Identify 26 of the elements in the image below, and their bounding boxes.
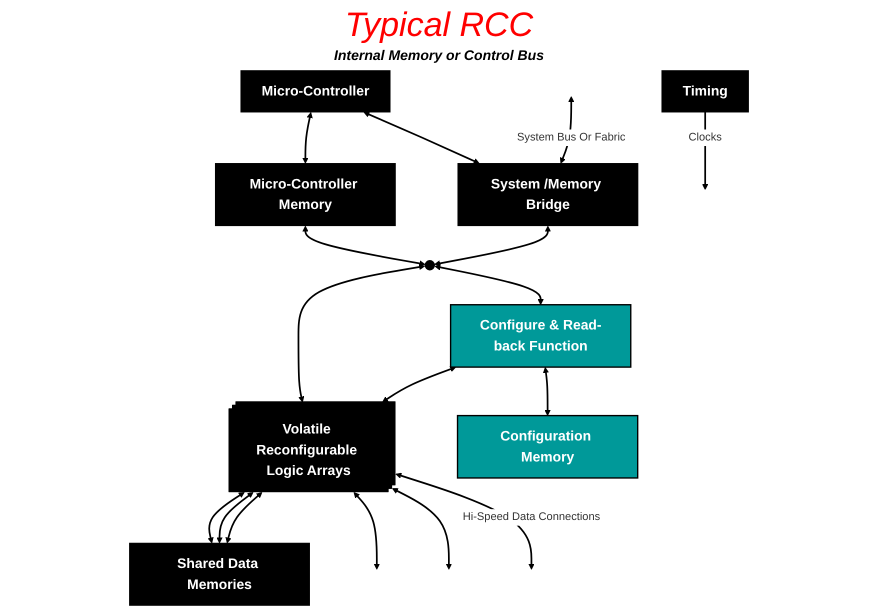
arrow: [302, 226, 426, 266]
edge-label: System Bus Or Fabric: [517, 132, 626, 144]
node-circle: [424, 260, 436, 270]
arrow: [298, 264, 426, 402]
arrow: [208, 492, 245, 544]
node-box: Timing: [661, 70, 749, 112]
title: Typical RCC: [344, 6, 534, 45]
arrow: [392, 488, 452, 570]
arrow: [434, 226, 551, 266]
arrow: [542, 367, 551, 416]
node-box: Shared Data Memories: [129, 542, 310, 606]
arrow: [354, 492, 380, 570]
node-box: Configuration Memory: [456, 414, 638, 479]
node-box: System /Memory Bridge: [457, 163, 638, 226]
edge-label: Hi-Speed Data Connections: [462, 511, 600, 524]
arrow: [216, 492, 254, 544]
arrow: [382, 366, 456, 402]
arrow: [364, 112, 480, 164]
node-box: Micro-Controller Memory: [214, 163, 396, 226]
arrow: [225, 492, 262, 544]
arrow: [434, 264, 544, 306]
edge-label: Clocks: [688, 132, 722, 144]
node-box: Configure & Read-back Function: [450, 304, 632, 368]
bus-label: Internal Memory or Control Bus: [334, 47, 544, 63]
arrow: [302, 112, 313, 164]
node-box: Micro-Controller: [240, 70, 391, 112]
